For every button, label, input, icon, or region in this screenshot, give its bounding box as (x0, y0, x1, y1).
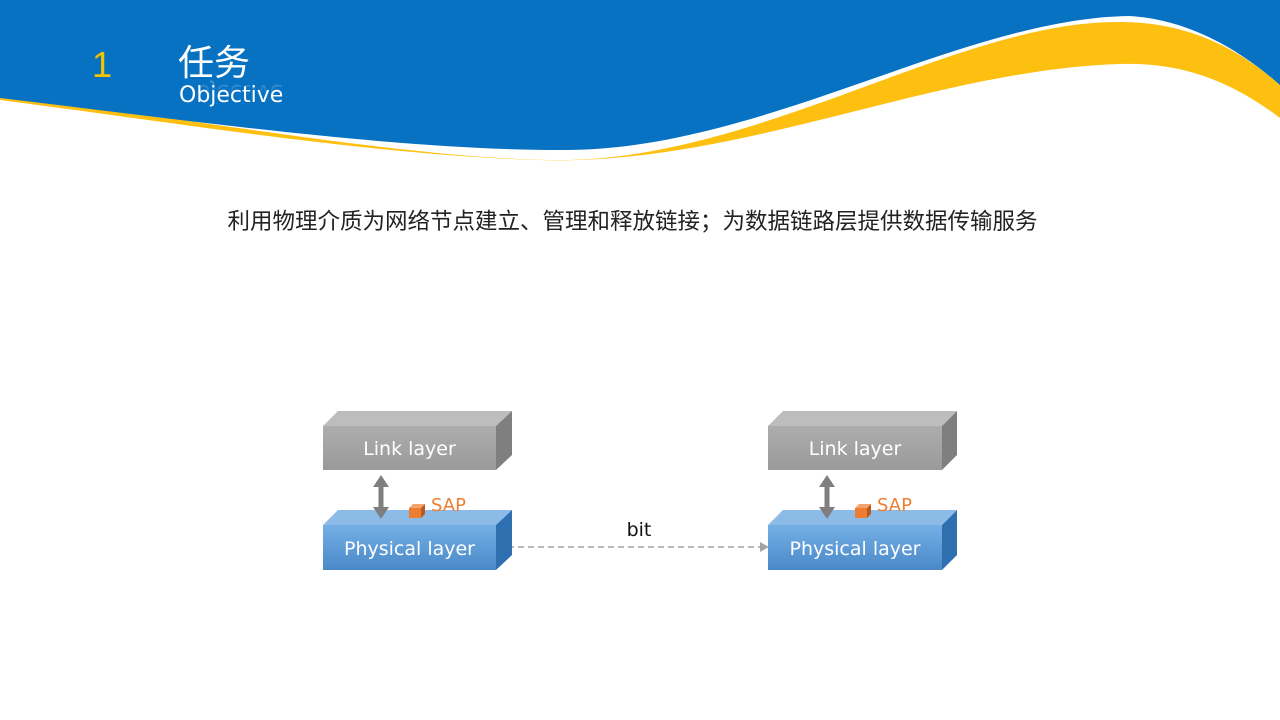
bit-arrow-head (760, 542, 769, 552)
left-double-arrow-down (373, 507, 389, 519)
left-link-side-face (496, 411, 512, 470)
right-double-arrow-down (819, 507, 835, 519)
right-double-arrow-up (819, 475, 835, 487)
right-link-top-face (768, 411, 957, 426)
right-sap-icon-side (867, 504, 871, 518)
slide-title: 任务 (178, 43, 251, 84)
right-link-front-face (768, 426, 942, 470)
right-sap-icon-top (855, 504, 871, 508)
left-stack (323, 411, 512, 570)
slide-subtitle: Objective (179, 83, 284, 108)
left-link-label: Link layer (363, 438, 456, 460)
right-link-label: Link layer (809, 438, 902, 460)
header-gold-swoosh (0, 21, 1280, 161)
left-link-top-face (323, 411, 512, 426)
right-sap-icon (855, 508, 867, 518)
left-physical-front-face (323, 525, 496, 570)
left-physical-side-face (496, 510, 512, 570)
left-sap-icon-side (421, 504, 425, 518)
bit-label: bit (627, 519, 652, 541)
left-sap-label: SAP (431, 495, 466, 516)
right-link-side-face (942, 411, 957, 470)
left-sap-icon-top (409, 504, 425, 508)
left-double-arrow-up (373, 475, 389, 487)
header-blue-band (0, 0, 1280, 151)
right-stack (768, 411, 957, 570)
right-sap-label: SAP (877, 495, 912, 516)
right-physical-label: Physical layer (790, 538, 921, 560)
section-number: 1 (92, 44, 113, 85)
left-physical-label: Physical layer (344, 538, 475, 560)
left-link-front-face (323, 426, 496, 470)
right-physical-side-face (942, 510, 957, 570)
slide-subtitle-reflection: Objective (179, 79, 284, 104)
right-physical-front-face (768, 525, 942, 570)
slide-description: 利用物理介质为网络节点建立、管理和释放链接；为数据链路层提供数据传输服务 (227, 209, 1038, 235)
left-sap-icon (409, 508, 421, 518)
